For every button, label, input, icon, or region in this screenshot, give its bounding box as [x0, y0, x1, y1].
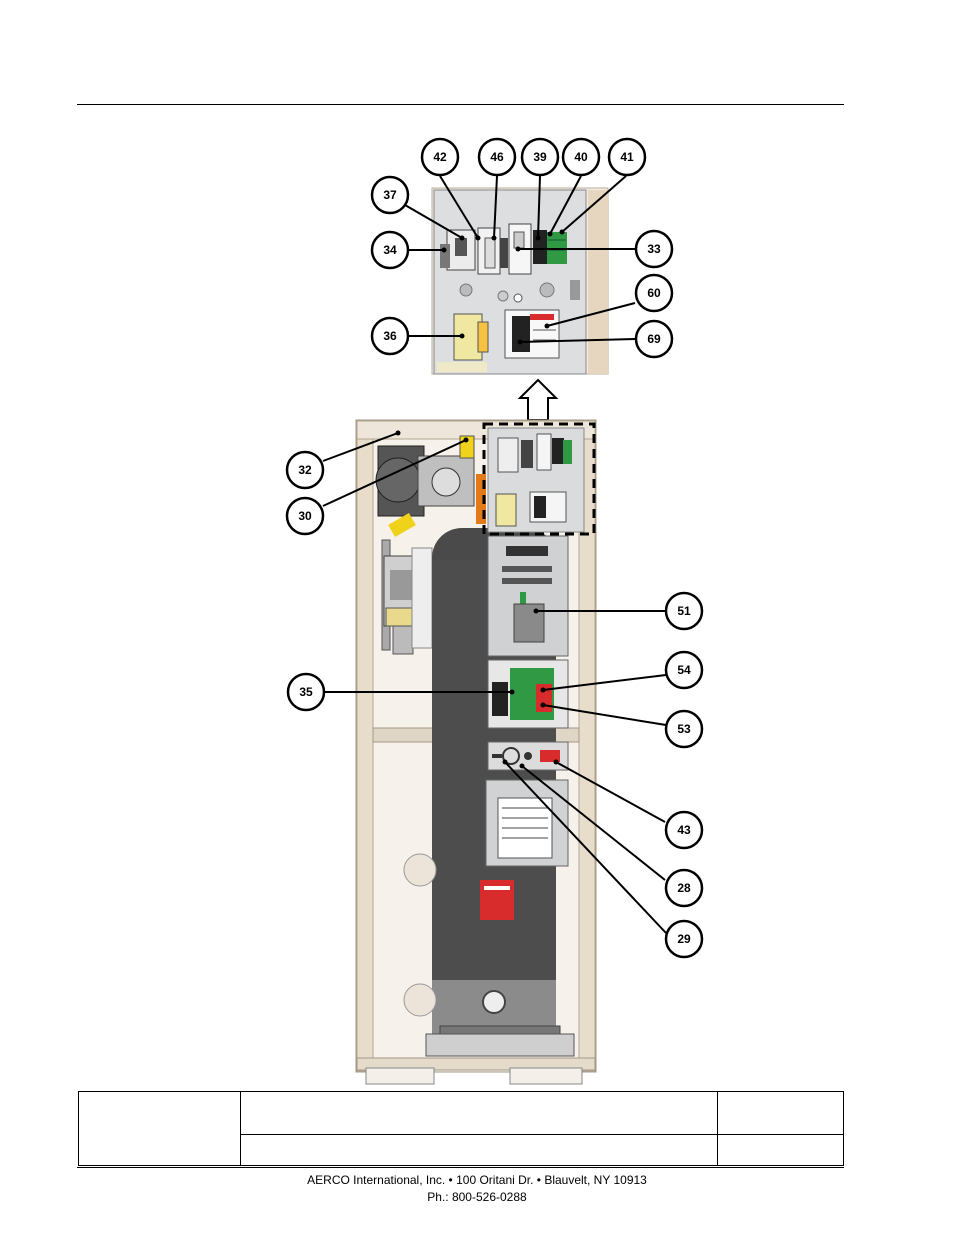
- footer-cell-date: [717, 1134, 844, 1166]
- callout-42: 42: [420, 137, 460, 177]
- callout-60: 60: [634, 273, 674, 313]
- callout-28: 28: [664, 868, 704, 908]
- svg-text:43: 43: [677, 823, 691, 837]
- callout-46: 46: [477, 137, 517, 177]
- callout-51: 51: [664, 591, 704, 631]
- svg-text:37: 37: [383, 188, 397, 202]
- footer-rule: [77, 1167, 844, 1168]
- svg-text:40: 40: [574, 150, 588, 164]
- svg-text:28: 28: [677, 881, 691, 895]
- svg-text:34: 34: [383, 243, 397, 257]
- svg-text:46: 46: [490, 150, 504, 164]
- footer-cell-page: [717, 1091, 844, 1135]
- svg-text:33: 33: [647, 242, 661, 256]
- svg-text:35: 35: [299, 685, 313, 699]
- svg-text:32: 32: [298, 463, 312, 477]
- header-rule: [77, 104, 844, 105]
- callout-69: 69: [634, 319, 674, 359]
- svg-text:41: 41: [620, 150, 634, 164]
- footer-cell-left: [78, 1091, 241, 1166]
- svg-text:29: 29: [677, 932, 691, 946]
- svg-text:36: 36: [383, 329, 397, 343]
- footer-cell-subtitle: [239, 1134, 719, 1166]
- company-address: AERCO International, Inc. • 100 Oritani …: [307, 1173, 647, 1187]
- callout-34: 34: [370, 230, 410, 270]
- svg-text:39: 39: [533, 150, 547, 164]
- callout-30: 30: [285, 496, 325, 536]
- leader-dots: [395, 229, 565, 769]
- callout-36: 36: [370, 316, 410, 356]
- company-phone: Ph.: 800-526-0288: [427, 1190, 527, 1204]
- footer-info-table: [78, 1091, 844, 1166]
- footer-cell-title: [239, 1091, 719, 1135]
- svg-text:42: 42: [433, 150, 447, 164]
- callout-41: 41: [607, 137, 647, 177]
- svg-text:60: 60: [647, 286, 661, 300]
- callout-43: 43: [664, 810, 704, 850]
- callout-54: 54: [664, 650, 704, 690]
- callout-35: 35: [286, 672, 326, 712]
- callout-39: 39: [520, 137, 560, 177]
- water-heater-unit: [355, 419, 597, 1085]
- callout-32: 32: [285, 450, 325, 490]
- callout-53: 53: [664, 709, 704, 749]
- callout-33: 33: [634, 229, 674, 269]
- leader-lines: [322, 175, 667, 934]
- svg-text:51: 51: [677, 604, 691, 618]
- up-arrow: [517, 378, 559, 421]
- svg-text:54: 54: [677, 663, 691, 677]
- callout-37: 37: [370, 175, 410, 215]
- callout-40: 40: [561, 137, 601, 177]
- callout-29: 29: [664, 919, 704, 959]
- svg-text:53: 53: [677, 722, 691, 736]
- parts-location-diagram: 42 46 39 40 41 37 34 33 60 36 69 32: [285, 137, 704, 1085]
- svg-text:69: 69: [647, 332, 661, 346]
- svg-text:30: 30: [298, 509, 312, 523]
